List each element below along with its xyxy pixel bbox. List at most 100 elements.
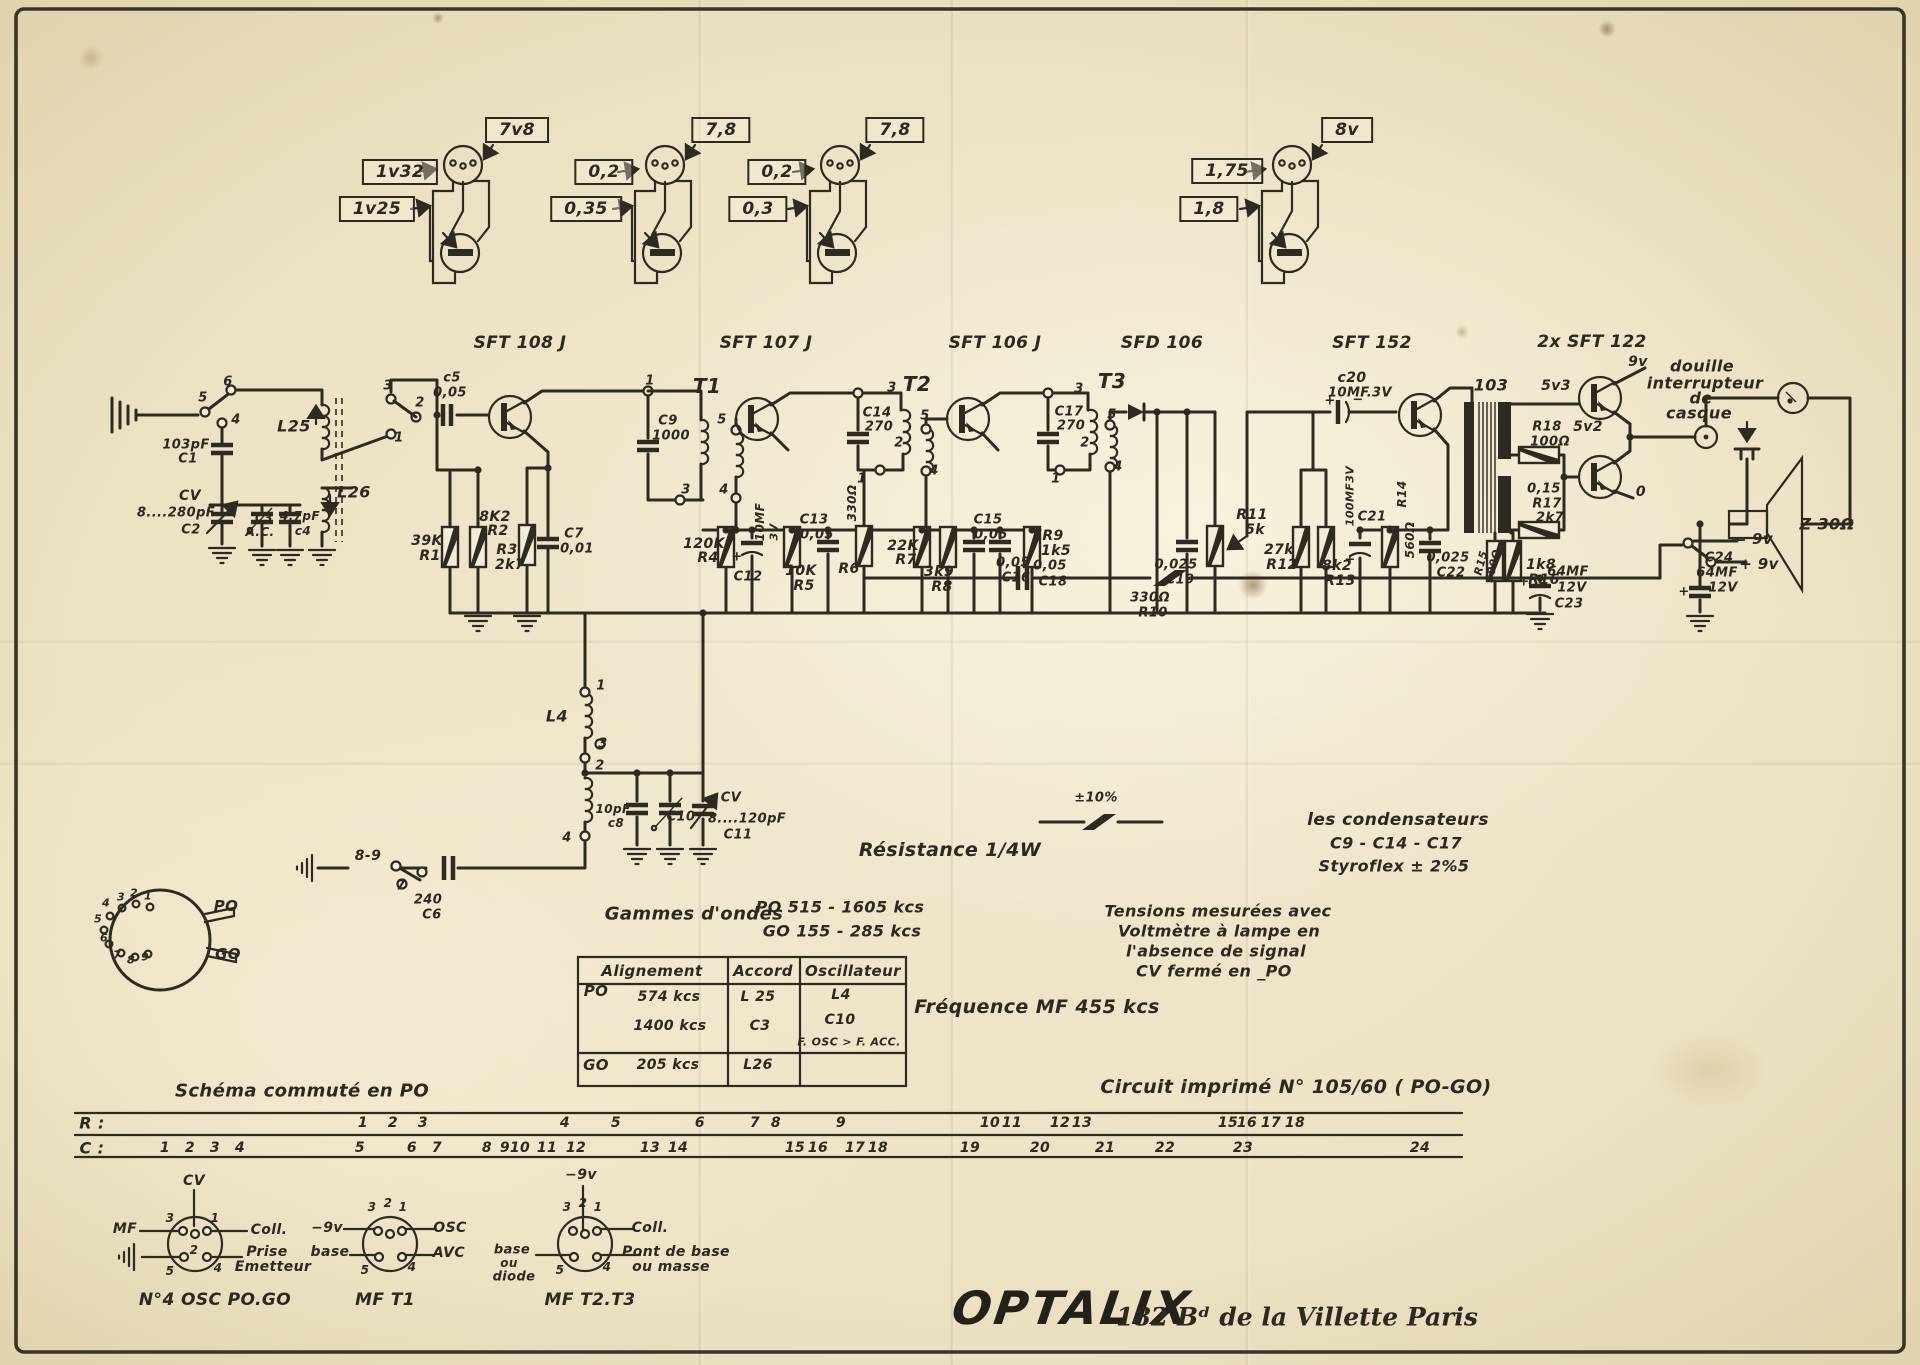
rotary-label: 8 (126, 953, 136, 967)
main-label: 4 (231, 412, 241, 428)
output-label: interrupteur (1646, 373, 1764, 393)
main-label: 0,01 (560, 541, 594, 557)
connector-label: 5 (360, 1263, 370, 1277)
connector-label: 4 (213, 1261, 223, 1275)
ruler-label: R : (79, 1113, 105, 1133)
supply-label: C18 (1038, 574, 1068, 590)
main-label: 6 (223, 374, 233, 390)
transistor-type: SFT 106 J (948, 333, 1042, 353)
legend-label: CV fermé en _PO (1136, 961, 1292, 981)
connector-label: Emetteur (234, 1259, 312, 1275)
main-label: 1000 (652, 428, 690, 444)
supply-label: C23 (1554, 596, 1584, 612)
main-label: 1k5 (1041, 543, 1071, 559)
main-label: 4 (719, 482, 729, 498)
table-label: GO (583, 1056, 609, 1074)
output-label: douille (1670, 356, 1734, 376)
main-label: A.C. (245, 525, 275, 539)
ruler-label: 14 (667, 1140, 689, 1156)
legend-label: GO 155 - 285 kcs (762, 921, 922, 941)
voltage-boxe: 0,2 (574, 159, 634, 185)
output-label: 64MF (1696, 565, 1738, 581)
rotary-label: 5 (93, 912, 103, 926)
main-label: + (1324, 393, 1336, 409)
ruler-label: 10 (979, 1115, 1001, 1131)
ruler-label: 8 (481, 1140, 493, 1156)
output-label: 1k8 (1526, 557, 1556, 573)
connector-label: 3 (367, 1200, 377, 1214)
main-label: R6 (838, 561, 860, 577)
connector-label: 2 (578, 1196, 588, 1210)
main-label: 103pF (162, 437, 210, 453)
table-label: C3 (749, 1018, 771, 1034)
voltage-boxe: 1v32 (361, 159, 439, 185)
connector-label: Coll. (250, 1222, 288, 1238)
main-label: 100MF3V (1343, 465, 1357, 527)
connector-label: ou (500, 1256, 518, 1270)
output-label: R17 (1532, 496, 1562, 512)
supply-label: 0,05 (1033, 558, 1067, 574)
table-label: Accord (733, 962, 793, 980)
ruler-label: 23 (1232, 1140, 1254, 1156)
ruler-label: 2 (184, 1140, 196, 1156)
ruler-label: 17 (1260, 1115, 1282, 1131)
table-label: Oscillateur (805, 962, 901, 980)
main-label: 10K (785, 563, 817, 579)
main-label: 8K2 (479, 509, 511, 525)
ruler-label: 1 (159, 1140, 171, 1156)
voltage-boxe: 1v25 (338, 196, 416, 222)
ruler-label: 5 (354, 1140, 366, 1156)
ruler-label: 8 (770, 1115, 782, 1131)
main-label: R5 (793, 578, 815, 594)
main-label: 5 (198, 390, 208, 406)
ruler-label: 5 (610, 1115, 622, 1131)
main-label: 0,05 (996, 555, 1030, 571)
table-label: L26 (743, 1057, 773, 1073)
transistor-type: SFD 106 (1120, 333, 1204, 353)
supply-label: + (1518, 574, 1530, 590)
ruler-label: 19 (959, 1140, 981, 1156)
voltage-boxe: 7v8 (485, 117, 549, 143)
ruler-label: 1 (357, 1115, 369, 1131)
oscillator-label: 240 (413, 892, 443, 908)
main-label: 5 (1107, 407, 1117, 423)
output-label: 0 (1635, 484, 1647, 500)
output-label: R16 (1528, 572, 1560, 588)
main-label: T2 (902, 372, 932, 396)
main-label: C7 (564, 526, 584, 542)
oscillator-label: c8 (607, 816, 625, 830)
legend-label: Gammes d'ondes (604, 903, 784, 925)
connector-label: 3 (562, 1200, 572, 1214)
ruler-label: 15 (784, 1140, 806, 1156)
output-label: R18 (1532, 419, 1562, 435)
main-label: 5 (717, 412, 727, 428)
ruler-label: 11 (536, 1140, 558, 1156)
ruler-label: 16 (1236, 1115, 1258, 1131)
main-label: R7 (895, 552, 917, 568)
connector-label: MF (112, 1221, 138, 1237)
main-label: c4 (294, 524, 312, 538)
rotary-label: 4 (101, 896, 111, 910)
oscillator-label: C11 (723, 827, 753, 843)
output-label: 100Ω (1530, 434, 1570, 450)
connector-label: 2 (383, 1196, 393, 1210)
voltage-boxe: 8v (1321, 117, 1373, 143)
oscillator-label: 8....120pF (707, 811, 787, 827)
rotary-label: 7 (112, 948, 122, 962)
main-label: R1 (419, 548, 441, 564)
ruler-label: C : (79, 1138, 105, 1158)
main-label: c20 (1337, 370, 1367, 386)
transistor-type: SFT 152 (1332, 333, 1412, 353)
main-label: 1 (857, 471, 867, 487)
voltage-boxe: 0,35 (550, 196, 622, 222)
main-label: 4,7pF (279, 509, 321, 523)
ruler-label: 17 (844, 1140, 866, 1156)
main-label: 4 (1113, 459, 1123, 475)
voltage-boxe: 0,3 (728, 196, 788, 222)
ruler-label: 11 (1001, 1115, 1023, 1131)
main-label: R4 (697, 550, 719, 566)
brand-address: 182 Bᵈ de la Villette Paris (1116, 1302, 1478, 1332)
oscillator-label: 10pF (595, 802, 631, 816)
main-label: R12 (1266, 557, 1298, 573)
